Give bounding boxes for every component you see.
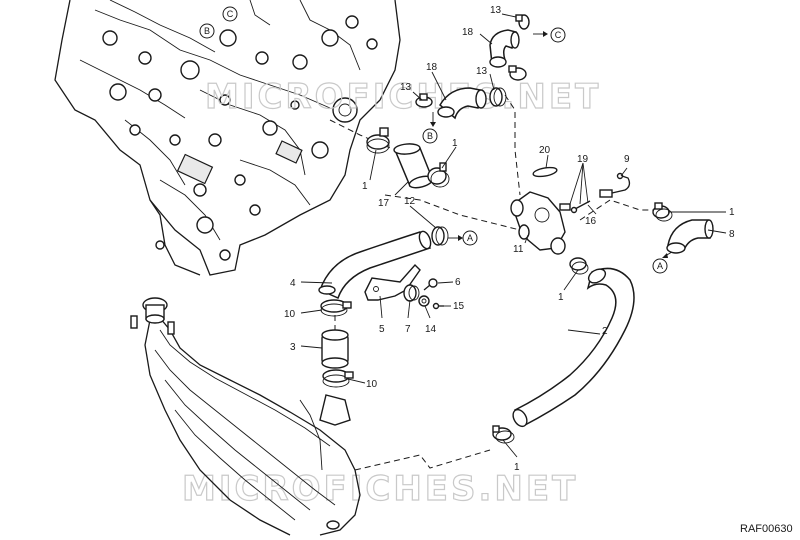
hose-4 xyxy=(319,230,432,300)
o-ring-20 xyxy=(532,166,558,178)
clamp-1-left xyxy=(366,127,390,154)
thermostat-housing xyxy=(510,191,571,255)
callout-10-top: 10 xyxy=(284,309,296,320)
clamp-4-small xyxy=(318,285,336,295)
screw-15 xyxy=(432,302,444,310)
callout-18-mid: 18 xyxy=(426,62,438,73)
clamp-10-bottom xyxy=(322,369,354,388)
callout-10-bottom: 10 xyxy=(366,379,378,390)
watermark-bottom: MICROFICHES.NET xyxy=(181,468,578,509)
clamp-12 xyxy=(431,226,449,246)
screw-16 xyxy=(570,200,591,214)
clamp-1-mid xyxy=(427,162,450,188)
connector-c-marker: C xyxy=(533,27,566,43)
svg-text:B: B xyxy=(204,26,210,36)
svg-text:A: A xyxy=(467,233,473,243)
callout-16: 16 xyxy=(585,216,597,227)
callout-6: 6 xyxy=(455,277,461,288)
callout-18-top: 18 xyxy=(462,27,474,38)
hose-18-lower xyxy=(437,87,487,120)
connector-b-marker: B xyxy=(422,112,438,144)
svg-text:B: B xyxy=(427,131,433,141)
callout-1-mid: 1 xyxy=(452,138,458,149)
hose-17 xyxy=(393,143,434,189)
connector-a-marker-right: A xyxy=(652,251,673,274)
callout-2: 2 xyxy=(602,326,608,337)
callout-14: 14 xyxy=(425,324,437,335)
callout-17: 17 xyxy=(378,198,390,209)
hose-2 xyxy=(512,267,635,428)
callout-7: 7 xyxy=(405,324,411,335)
leader-lines xyxy=(300,13,727,458)
clamp-1-right xyxy=(652,202,673,222)
clamp-10-top xyxy=(320,299,352,317)
callout-5: 5 xyxy=(379,324,385,335)
callout-9: 9 xyxy=(624,154,630,165)
callout-13-top: 13 xyxy=(490,5,502,16)
callout-1-lower: 1 xyxy=(558,292,564,303)
svg-text:C: C xyxy=(555,30,562,40)
connector-b-marker-engine: B xyxy=(199,23,215,39)
callout-13-mid: 13 xyxy=(476,66,488,77)
callout-13-left: 13 xyxy=(400,82,412,93)
reference-code: RAF00630 xyxy=(740,523,793,535)
connector-a-marker: A xyxy=(448,230,478,246)
callout-labels: 1 1 17 12 13 18 13 18 13 20 19 9 16 1 8 … xyxy=(284,5,735,473)
watermark-top: MICROFICHES.NET xyxy=(204,76,601,117)
callout-12: 12 xyxy=(404,196,416,207)
callout-11: 11 xyxy=(513,244,524,255)
svg-text:A: A xyxy=(657,261,663,271)
callout-3: 3 xyxy=(290,342,296,353)
svg-text:C: C xyxy=(227,9,234,19)
temperature-sensor xyxy=(599,172,631,198)
svg-text:MICROFICHES.NET: MICROFICHES.NET xyxy=(205,77,601,117)
washer-14 xyxy=(418,295,430,307)
callout-8: 8 xyxy=(729,229,735,240)
damper-7 xyxy=(403,284,420,302)
callout-15: 15 xyxy=(453,301,465,312)
callout-1-right: 1 xyxy=(729,207,735,218)
callout-1-left: 1 xyxy=(362,181,368,192)
bracket-5 xyxy=(364,263,421,301)
clamp-13-upper xyxy=(508,65,527,81)
clamp-1-lower-mid xyxy=(569,257,589,275)
engine-block xyxy=(54,0,401,276)
radiator xyxy=(130,297,361,536)
clamp-13-mid xyxy=(489,87,507,107)
hose-18-upper xyxy=(489,29,520,68)
hose-3 xyxy=(321,329,349,369)
clamp-13-top xyxy=(515,14,530,30)
svg-text:MICROFICHES.NET: MICROFICHES.NET xyxy=(182,469,578,509)
callout-4: 4 xyxy=(290,278,296,289)
clamp-13-left xyxy=(415,93,433,108)
callout-19: 19 xyxy=(577,154,589,165)
clamp-1-bottom xyxy=(492,425,515,444)
screw-6 xyxy=(423,278,438,291)
callout-20: 20 xyxy=(539,145,551,156)
hose-8 xyxy=(666,219,714,254)
connector-c-marker-engine: C xyxy=(222,6,238,22)
callout-1-bottom: 1 xyxy=(514,462,520,473)
